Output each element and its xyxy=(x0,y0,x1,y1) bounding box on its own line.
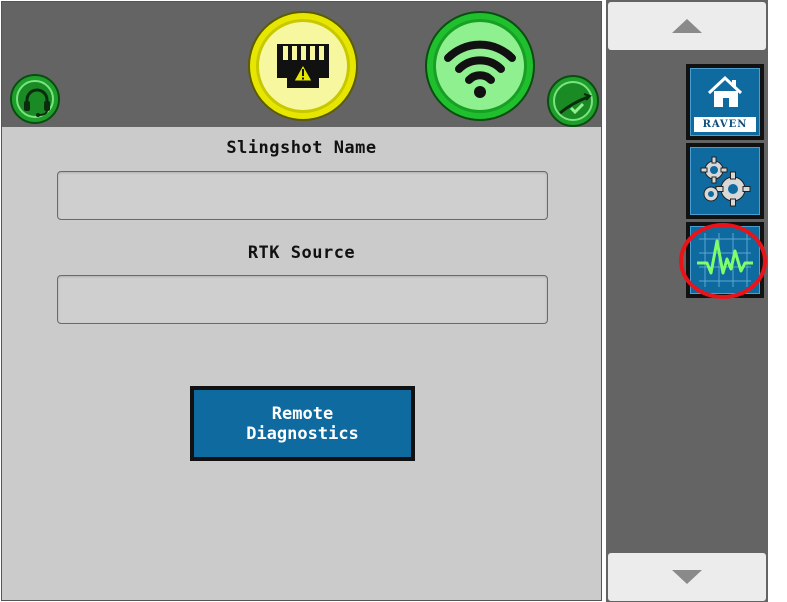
slingshot-name-field[interactable] xyxy=(57,171,548,220)
diagnostics-button[interactable] xyxy=(686,222,764,298)
gps-status[interactable] xyxy=(547,75,599,127)
home-button[interactable]: RAVEN xyxy=(686,64,764,140)
home-icon xyxy=(707,75,743,107)
triangle-down-icon xyxy=(672,570,702,584)
raven-brand-label: RAVEN xyxy=(694,117,756,132)
wifi-status[interactable] xyxy=(425,11,535,121)
scroll-up-button[interactable] xyxy=(608,2,766,50)
gears-icon xyxy=(700,156,751,207)
rtk-source-field[interactable] xyxy=(57,275,548,324)
sidebar: RAVEN xyxy=(606,0,768,602)
gps-check-icon xyxy=(559,93,592,115)
settings-button[interactable] xyxy=(686,143,764,219)
wifi-icon xyxy=(444,40,516,98)
pulse-icon xyxy=(697,233,753,287)
remote-diagnostics-button[interactable]: Remote Diagnostics xyxy=(190,386,415,461)
main-panel: Slingshot Name RTK Source Remote Diagnos… xyxy=(1,1,602,601)
scroll-down-button[interactable] xyxy=(608,553,766,601)
headset-status[interactable] xyxy=(10,74,60,124)
rtk-source-label: RTK Source xyxy=(247,243,356,263)
slingshot-name-label: Slingshot Name xyxy=(226,138,377,158)
triangle-up-icon xyxy=(672,19,702,33)
headset-icon xyxy=(24,88,50,117)
ethernet-warning-icon xyxy=(277,44,329,88)
status-bar xyxy=(2,2,601,127)
ethernet-status[interactable] xyxy=(248,11,358,121)
